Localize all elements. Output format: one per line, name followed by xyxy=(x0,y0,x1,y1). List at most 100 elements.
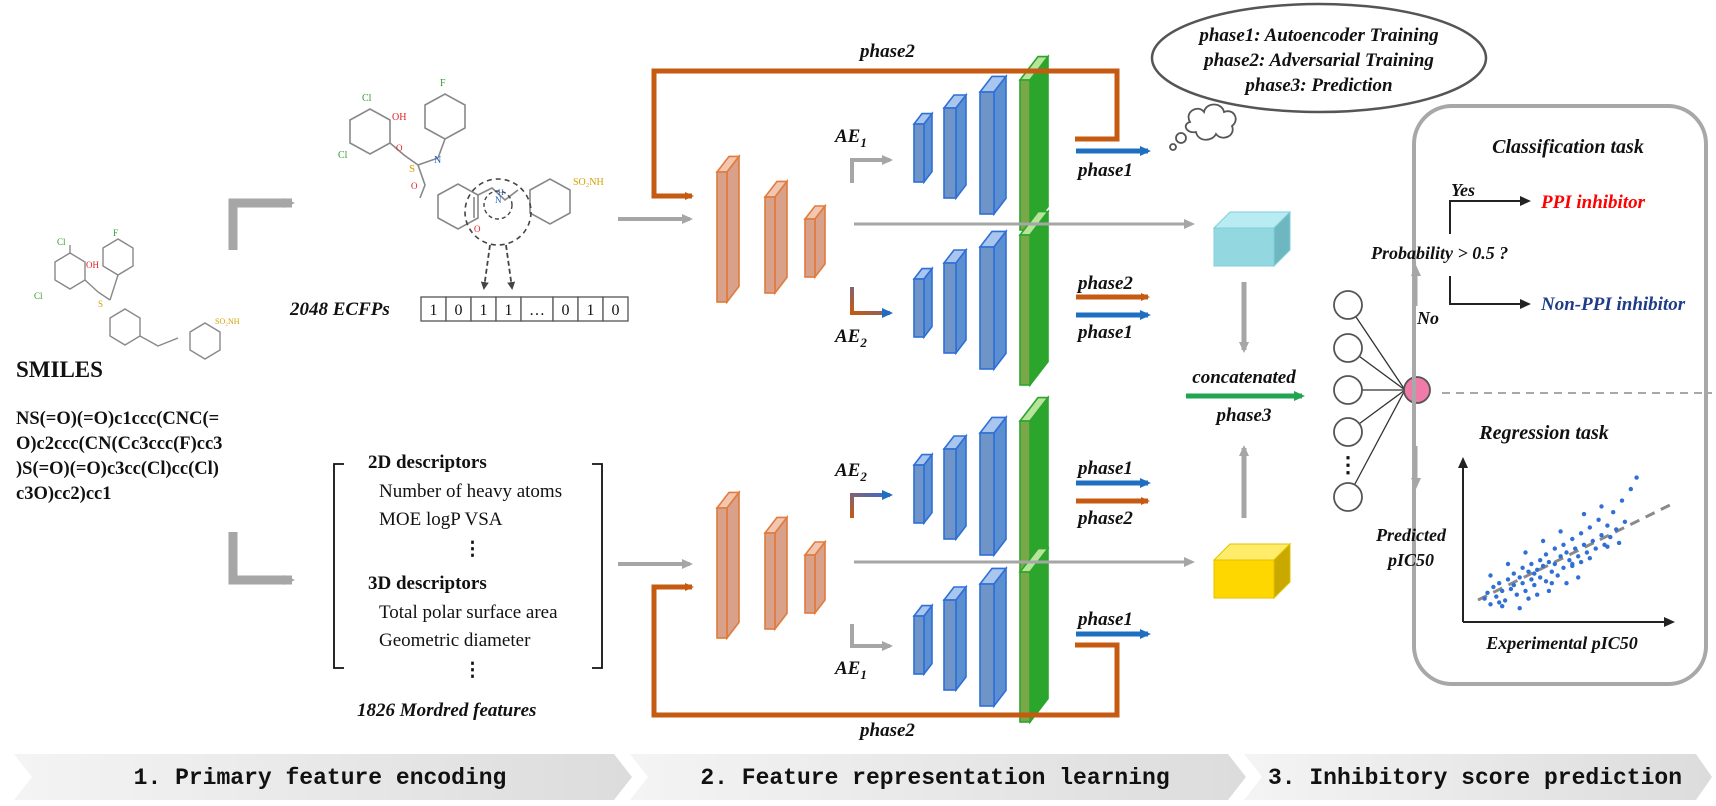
scatter-point xyxy=(1578,559,1584,565)
scatter-point xyxy=(1576,575,1581,580)
scatter-point xyxy=(1558,529,1563,534)
ecfp-label: 2048 ECFPs xyxy=(289,299,390,320)
decoder-layer-2 xyxy=(942,247,968,356)
scatter-point xyxy=(1535,592,1540,597)
scatter-point xyxy=(1491,584,1496,590)
ecfp-bit-value: … xyxy=(529,302,545,319)
ae1-bottom-connector xyxy=(850,624,893,651)
scatter-point xyxy=(1599,533,1604,538)
scatter-point xyxy=(1573,546,1578,551)
phase3-label: phase3 xyxy=(1215,405,1272,426)
decoder-layer-3 xyxy=(978,415,1008,558)
ecfp-bit-value: 0 xyxy=(562,302,570,319)
scatter-point xyxy=(1526,569,1531,574)
descriptor-3d-heading: 3D descriptors xyxy=(368,573,487,594)
ecfp-bit-value: 1 xyxy=(587,302,595,319)
decoder-layer-1 xyxy=(912,266,934,340)
ecfp-bit-value: 1 xyxy=(505,302,513,319)
scatter-point xyxy=(1540,563,1546,569)
arrow-to-mordred xyxy=(228,532,295,585)
scatter-point xyxy=(1616,540,1622,546)
scatter-point xyxy=(1497,600,1502,605)
scatter-point xyxy=(1523,550,1528,555)
phase1-label-ae1-top: phase1 xyxy=(1076,160,1133,181)
ecfp-hash-arrow-2 xyxy=(505,244,516,290)
scatter-point xyxy=(1543,552,1549,557)
descriptor-3d-ellipsis: ⋮ xyxy=(463,660,482,681)
scatter-point xyxy=(1494,594,1499,599)
stage-1-chevron xyxy=(14,754,632,800)
ecfp-radius-inner xyxy=(483,190,513,220)
decoder-layer-3 xyxy=(978,566,1008,709)
ae2-top-connector xyxy=(850,287,893,318)
ae2-bottom-label: AE2 xyxy=(834,460,867,484)
scatter-point xyxy=(1614,527,1619,532)
scatter-point xyxy=(1578,531,1584,536)
encoder-layer-1 xyxy=(715,490,741,641)
input-molecule-small xyxy=(54,238,221,360)
scatter-point xyxy=(1488,602,1493,607)
stage-3-label: 3. Inhibitory score prediction xyxy=(1268,765,1682,791)
scatter-point xyxy=(1529,577,1534,582)
scatter-point xyxy=(1590,538,1596,544)
scatter-point xyxy=(1535,567,1540,572)
stage-2-chevron xyxy=(630,754,1246,800)
atom-f-small: F xyxy=(113,228,118,238)
output-node xyxy=(1403,376,1431,404)
regression-title: Regression task xyxy=(1478,422,1608,444)
scatter-point xyxy=(1523,588,1528,594)
scatter-point xyxy=(1619,498,1625,503)
scatter-point xyxy=(1505,561,1511,567)
ecfp-bit-cell xyxy=(552,296,579,322)
atom-o-2: O xyxy=(411,181,418,191)
scatter-point xyxy=(1561,565,1566,570)
scatter-point xyxy=(1561,542,1566,547)
predicted-label-1: Predicted xyxy=(1375,525,1447,545)
phase-legend-bubble xyxy=(1150,2,1488,114)
phase2-label-ae2-top: phase2 xyxy=(1076,273,1133,294)
scatter-point xyxy=(1599,504,1604,509)
scatter-point xyxy=(1581,511,1587,517)
smiles-line-1: NS(=O)(=O)c1ccc(CNC(= xyxy=(16,409,219,429)
atom-oh: OH xyxy=(392,112,406,123)
descriptor-2d-ellipsis: ⋮ xyxy=(463,539,482,560)
hidden-node xyxy=(1333,417,1363,447)
phase2-loop-bottom xyxy=(651,583,1120,718)
scatter-point xyxy=(1485,590,1490,595)
decoder-layer-2 xyxy=(942,584,968,693)
smiles-string: NS(=O)(=O)c1ccc(CNC(= O)c2ccc(CN(Cc3ccc(… xyxy=(16,409,222,504)
scatter-point xyxy=(1584,550,1590,555)
scatter-point xyxy=(1608,534,1613,540)
hidden-node-ellipsis: ⋮ xyxy=(1337,452,1359,477)
bottom-encoder xyxy=(715,490,827,641)
scatter-point xyxy=(1500,604,1505,609)
scatter-point xyxy=(1497,581,1502,586)
scatter-point xyxy=(1587,556,1593,561)
encoder-layer-2 xyxy=(763,179,789,296)
no-branch-arrow xyxy=(1449,276,1531,309)
ae1-bottom-label: AE1 xyxy=(834,658,867,682)
atom-n-1: N xyxy=(434,155,441,166)
descriptor-2d-item-1: Number of heavy atoms xyxy=(379,481,562,502)
decoder-layer-2 xyxy=(942,92,968,201)
atom-cl-small: Cl xyxy=(57,237,66,247)
scatter-point xyxy=(1540,538,1546,544)
ae2-bottom-decoder xyxy=(912,395,1050,574)
encoder-layer-2 xyxy=(763,515,789,632)
ae1-top-decoder xyxy=(912,54,1050,233)
ppi-inhibitor-label: PPI inhibitor xyxy=(1540,192,1646,213)
yes-label: Yes xyxy=(1451,180,1475,200)
scatter-point xyxy=(1546,588,1552,594)
latent-vector-yellow xyxy=(1212,542,1292,600)
hidden-node xyxy=(1333,333,1363,363)
atom-cl-small-2: Cl xyxy=(34,291,43,301)
scatter-point xyxy=(1552,546,1558,551)
atom-o-1: O xyxy=(396,143,403,153)
descriptor-3d-item-2: Geometric diameter xyxy=(379,630,531,651)
classification-title: Classification task xyxy=(1492,136,1644,158)
non-ppi-inhibitor-label: Non-PPI inhibitor xyxy=(1540,294,1686,315)
regression-scatter-plot xyxy=(1458,457,1675,627)
scatter-point xyxy=(1605,523,1610,528)
smiles-title: SMILES xyxy=(16,357,103,382)
encoder-layer-3 xyxy=(803,539,827,616)
